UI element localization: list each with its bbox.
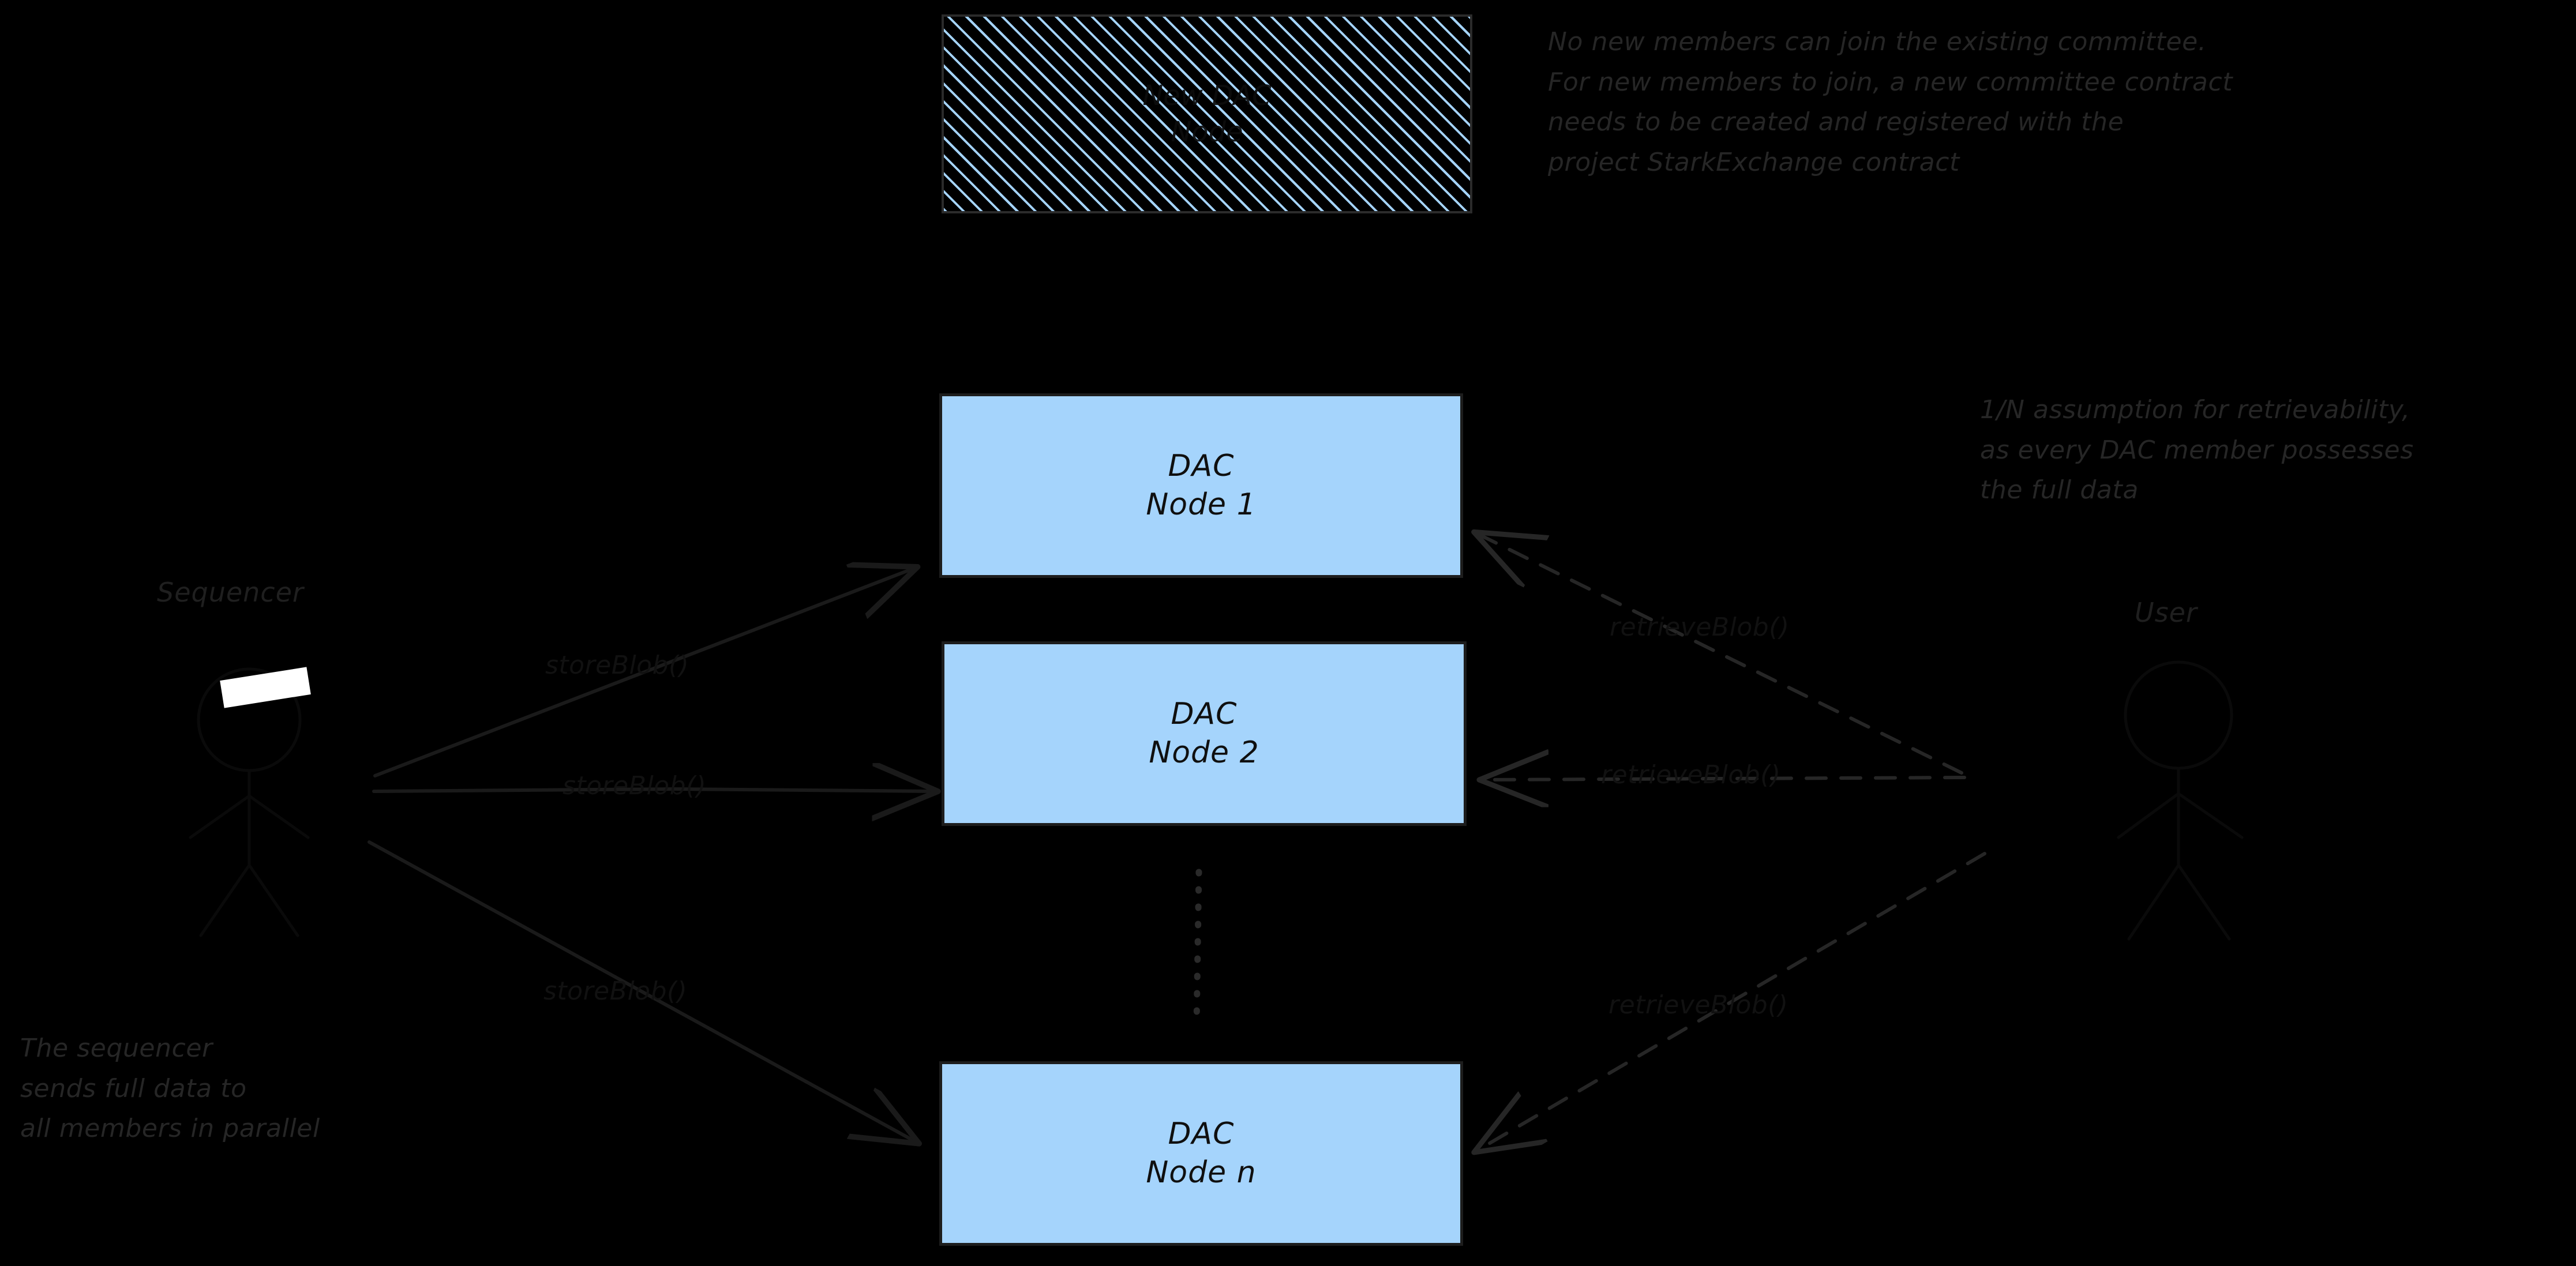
vertical-ellipsis	[1193, 869, 1202, 1029]
edge-label-storeblob-node2: storeBlob()	[563, 771, 707, 801]
dac-node-2-title: DAC	[1171, 697, 1238, 732]
edge-label-retrieveblob-noden: retrieveBlob()	[1608, 990, 1788, 1020]
dac-node-1-subtitle: Node 1	[1146, 487, 1257, 522]
edge-retrieveblob-node1	[1477, 534, 1963, 775]
new-dac-node-box[interactable]: New DAC Node	[942, 14, 1472, 213]
dac-node-n-subtitle: Node n	[1146, 1155, 1257, 1190]
dac-node-1-title: DAC	[1168, 449, 1235, 484]
edge-label-retrieveblob-node1: retrieveBlob()	[1610, 613, 1790, 642]
new-dac-node-label: New DAC Node	[1142, 80, 1272, 148]
sequencer-label: Sequencer	[157, 577, 304, 608]
dac-node-2-box[interactable]: DAC Node 2	[942, 641, 1467, 826]
dac-node-n-box[interactable]: DAC Node n	[939, 1061, 1463, 1246]
note-retrievability: 1/N assumption for retrievability, as ev…	[1980, 395, 2414, 505]
note-sequencer-parallel: The sequencer sends full data to all mem…	[20, 1034, 320, 1144]
edge-retrieveblob-node2	[1483, 777, 1966, 780]
dac-node-n-title: DAC	[1168, 1117, 1235, 1152]
edge-retrieveblob-noden	[1477, 852, 1986, 1151]
edge-storeblob-node2	[372, 789, 935, 791]
edge-storeblob-noden	[368, 840, 916, 1142]
edge-label-retrieveblob-node2: retrieveBlob()	[1601, 760, 1781, 790]
sequencer-person-icon	[189, 667, 310, 937]
note-committee: No new members can join the existing com…	[1548, 27, 2233, 177]
edge-label-storeblob-noden: storeBlob()	[543, 976, 688, 1006]
user-person-icon	[2117, 660, 2244, 941]
dac-node-2-subtitle: Node 2	[1149, 735, 1259, 770]
edge-label-storeblob-node1: storeBlob()	[545, 651, 689, 680]
user-label: User	[2135, 597, 2198, 628]
edge-storeblob-node1	[373, 568, 914, 777]
dac-node-1-box[interactable]: DAC Node 1	[939, 393, 1463, 578]
